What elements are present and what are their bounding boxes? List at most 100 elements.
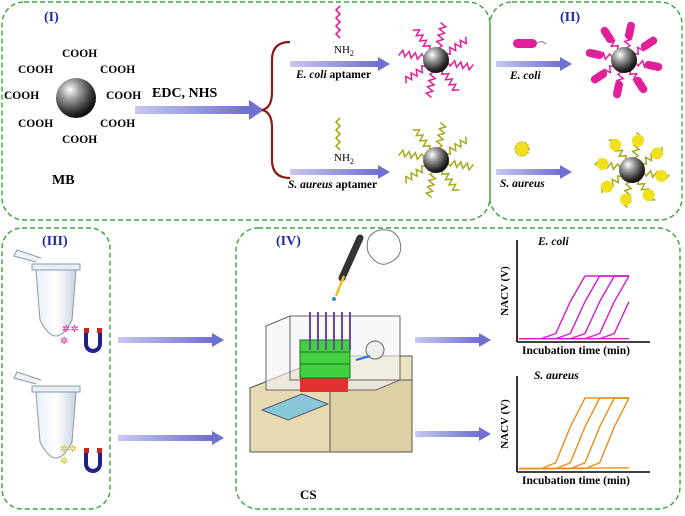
cooh-group: COOH bbox=[100, 64, 136, 76]
growth-curve bbox=[519, 275, 629, 340]
saureus-aptamer-arrow-shaft bbox=[290, 169, 378, 175]
growth-curve bbox=[518, 467, 630, 470]
saureus-aptamer-label: S. aureus aptamer bbox=[288, 179, 378, 191]
device-label: CS bbox=[300, 487, 317, 502]
growth-curve bbox=[519, 397, 630, 470]
svg-text:✲✲: ✲✲ bbox=[62, 324, 79, 335]
saureus-cell bbox=[609, 139, 622, 151]
tube-saureus: ✲✲ ✲ bbox=[13, 371, 81, 467]
bead-core bbox=[619, 157, 645, 183]
saureus-cell bbox=[651, 147, 663, 160]
panel-label-3: (III) bbox=[42, 234, 68, 249]
transfer-arrow-shaft bbox=[118, 337, 212, 343]
saureus-aptamer-arrow-head bbox=[378, 165, 390, 179]
saureus-cell bbox=[620, 193, 632, 206]
saureus-cell bbox=[655, 170, 668, 182]
growth-curve bbox=[519, 397, 629, 470]
ecoli-aptamer-label: E. coli aptamer bbox=[296, 69, 372, 81]
bead-core bbox=[611, 47, 637, 73]
instrument-screen bbox=[260, 393, 330, 421]
transfer-arrow-head bbox=[212, 333, 224, 347]
pipette-hand-icon bbox=[332, 229, 402, 301]
chart-saureus bbox=[516, 376, 650, 473]
tube-ecoli: ✲✲ ✲ bbox=[13, 249, 81, 347]
saureus-capture-arrow-head bbox=[560, 165, 572, 179]
chart-saureus-x-label: Incubation time (min) bbox=[522, 475, 630, 487]
chart-ecoli-title: E. coli bbox=[538, 236, 569, 248]
ecoli-capture-arrow-shaft bbox=[496, 61, 560, 67]
aptamer-strand bbox=[424, 171, 437, 198]
saureus-cell bbox=[632, 134, 644, 147]
cs-instrument bbox=[249, 312, 413, 453]
saureus-cell bbox=[601, 180, 613, 193]
svg-text:✲: ✲ bbox=[60, 456, 68, 467]
panel-2-frame bbox=[489, 1, 683, 221]
aptamer-strand bbox=[447, 59, 474, 72]
bead-core bbox=[423, 147, 449, 173]
saureus-cell bbox=[596, 158, 609, 170]
amine-label-saureus: NH2 bbox=[334, 152, 354, 167]
ecoli-aptamer-strand bbox=[334, 5, 342, 39]
ecoli-cell bbox=[612, 80, 623, 99]
cooh-group: COOH bbox=[18, 118, 54, 130]
reaction-reagents: EDC, NHS bbox=[152, 86, 218, 101]
aptamer-strand bbox=[440, 69, 460, 92]
result-arrow-shaft bbox=[415, 337, 479, 343]
aptamer-strand bbox=[440, 169, 460, 192]
cooh-group: COOH bbox=[100, 118, 136, 130]
ecoli-capture-arrow-head bbox=[560, 57, 572, 71]
transfer-arrow-head bbox=[212, 431, 224, 445]
aptamer-strand bbox=[447, 159, 474, 172]
magnetic-bead bbox=[56, 78, 96, 118]
saureus-cell bbox=[642, 189, 655, 201]
ecoli-aptamer-bead bbox=[398, 22, 474, 98]
saureus-captured-complex bbox=[594, 132, 670, 208]
ecoli-aptamer-arrow-shaft bbox=[290, 61, 378, 67]
panel-label-1: (I) bbox=[44, 10, 59, 25]
ecoli-cell-icon bbox=[513, 39, 547, 48]
aptamer-strand bbox=[435, 22, 448, 49]
magnet-icon bbox=[84, 328, 102, 353]
aptamer-strand bbox=[412, 28, 432, 51]
chart-saureus-y-label: NACV (V) bbox=[499, 399, 511, 449]
result-arrow-shaft bbox=[415, 431, 479, 437]
aptamer-strand bbox=[398, 48, 425, 61]
ecoli-cell bbox=[644, 60, 663, 71]
cooh-group: COOH bbox=[106, 90, 142, 102]
result-arrow-head bbox=[479, 333, 491, 347]
result-arrow-head bbox=[479, 427, 491, 441]
edc-arrow-head bbox=[249, 100, 264, 120]
transfer-arrow-shaft bbox=[118, 435, 212, 441]
aptamer-strand bbox=[445, 36, 468, 56]
ecoli-aptamer-arrow-head bbox=[378, 57, 390, 71]
aptamer-strand bbox=[404, 64, 427, 84]
ecoli-cell bbox=[633, 76, 648, 94]
magnet-icon bbox=[84, 448, 102, 473]
ecoli-label: E. coli bbox=[510, 70, 541, 82]
split-brace bbox=[261, 40, 291, 180]
aptamer-strand bbox=[424, 71, 437, 98]
chart-ecoli bbox=[516, 240, 650, 343]
ecoli-cell bbox=[590, 69, 608, 84]
aptamer-strand bbox=[435, 122, 448, 149]
aptamer-strand bbox=[404, 164, 427, 184]
ecoli-captured-complex bbox=[585, 21, 663, 99]
cooh-group: COOH bbox=[62, 48, 98, 60]
edc-arrow-shaft bbox=[135, 106, 249, 114]
svg-text:✲: ✲ bbox=[60, 336, 68, 347]
saureus-aptamer-strand bbox=[334, 117, 342, 151]
growth-curve bbox=[519, 397, 629, 470]
ecoli-cell bbox=[585, 48, 604, 59]
bead-core bbox=[423, 47, 449, 73]
saureus-cell-icon bbox=[514, 141, 530, 157]
cooh-group: COOH bbox=[18, 64, 54, 76]
panel-1-frame bbox=[1, 1, 491, 221]
cooh-group: COOH bbox=[62, 134, 98, 146]
amine-label-ecoli: NH2 bbox=[334, 44, 354, 59]
aptamer-strand bbox=[412, 128, 432, 151]
growth-curve bbox=[519, 397, 629, 470]
saureus-label: S. aureus bbox=[500, 178, 545, 190]
ecoli-cell bbox=[640, 36, 658, 51]
panel-3-frame bbox=[1, 227, 111, 510]
